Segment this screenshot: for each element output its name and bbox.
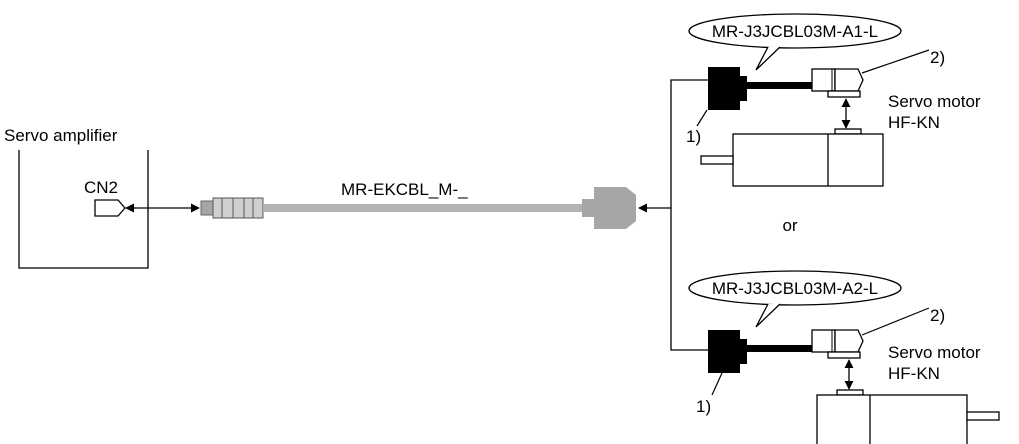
or-label: or bbox=[782, 216, 797, 235]
bottom-cable-model: MR-J3JCBL03M-A2-L bbox=[712, 279, 878, 298]
encoder-cable-label: MR-EKCBL_M-_ bbox=[341, 180, 468, 199]
bottom-marker-connector: 2) bbox=[930, 306, 945, 325]
top-marker-plug: 1) bbox=[686, 127, 701, 146]
cn2-label: CN2 bbox=[84, 178, 118, 197]
top-cable-model: MR-J3JCBL03M-A1-L bbox=[712, 22, 878, 41]
encoder-cable: MR-EKCBL_M-_ bbox=[200, 180, 636, 229]
bottom-motor-model: HF-KN bbox=[888, 364, 940, 383]
top-plug bbox=[708, 67, 747, 110]
cn2-connector bbox=[94, 199, 126, 217]
option-bottom: MR-J3JCBL03M-A2-L 1) 2) Servo motor HF-K… bbox=[688, 270, 1000, 444]
top-motor-connector bbox=[811, 68, 864, 98]
amplifier-title: Servo amplifier bbox=[4, 126, 118, 145]
top-motor-model: HF-KN bbox=[888, 113, 940, 132]
bottom-motor-label: Servo motor bbox=[888, 343, 981, 362]
top-marker-connector: 2) bbox=[930, 48, 945, 67]
top-motor-label: Servo motor bbox=[888, 92, 981, 111]
bottom-servo-motor bbox=[816, 389, 1000, 444]
servo-amplifier: Servo amplifier CN2 bbox=[4, 126, 149, 269]
bottom-motor-connector bbox=[811, 329, 864, 359]
branch-bus bbox=[670, 79, 711, 351]
top-servo-motor bbox=[700, 128, 884, 187]
bottom-marker-plug: 1) bbox=[696, 397, 711, 416]
bottom-plug bbox=[708, 330, 747, 373]
option-top: MR-J3JCBL03M-A1-L 1) 2) Servo motor HF-K… bbox=[686, 13, 981, 187]
